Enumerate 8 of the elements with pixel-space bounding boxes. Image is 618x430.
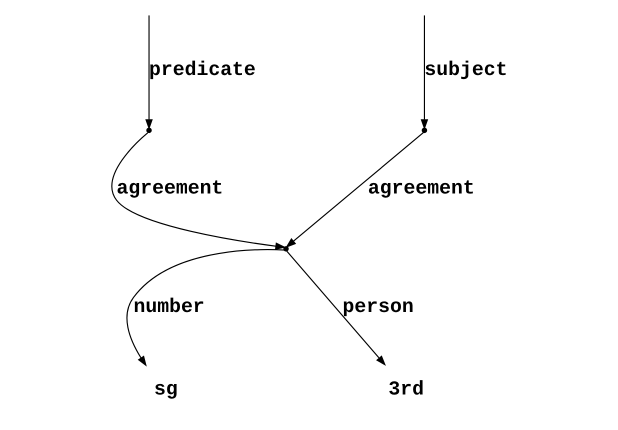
edge-label: predicate (149, 58, 256, 81)
node-text: 3rd (388, 378, 424, 400)
edge-label: number (134, 296, 205, 318)
edge-label: person (342, 296, 414, 318)
edge-label: agreement (116, 177, 224, 200)
edge-label: subject (424, 58, 508, 81)
node-text: sg (154, 378, 178, 400)
edge-label: agreement (368, 177, 475, 200)
